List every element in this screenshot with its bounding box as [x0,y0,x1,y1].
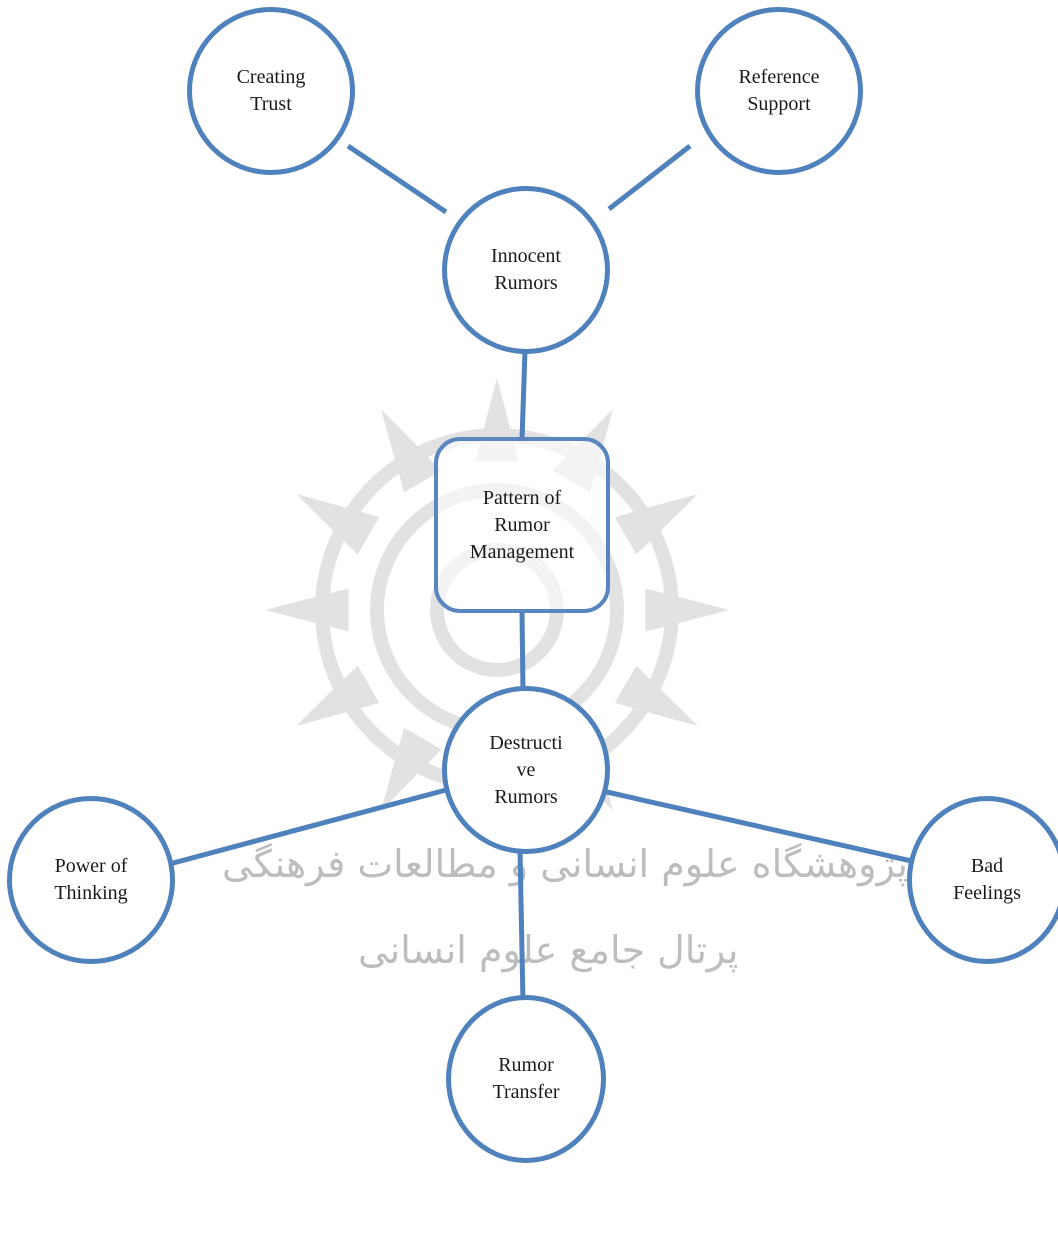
node-rumor-transfer: Rumor Transfer [446,995,606,1163]
node-rumor-transfer-label: Rumor Transfer [492,1054,560,1103]
node-bad-feelings: Bad Feelings [907,796,1058,964]
connector-reference-innocent [607,144,692,211]
connector-destructive-bad [597,787,917,865]
node-creating-trust-label: Creating Trust [236,66,306,115]
node-reference-support-label: Reference Support [738,66,820,115]
watermark-text-line1: پژوهشگاه علوم انسانی و مطالعات فرهنگی [222,842,908,886]
watermark-petal [296,665,380,726]
node-bad-feelings-label: Bad Feelings [953,855,1021,904]
connector-destructive-transfer [517,849,526,1004]
node-innocent-rumors: Innocent Rumors [442,186,610,354]
watermark-petal [614,665,698,726]
watermark-petal [265,588,349,632]
watermark-petal [381,409,442,493]
node-innocent-rumors-label: Innocent Rumors [491,245,561,294]
watermark-petal [614,494,698,555]
node-reference-support: Reference Support [695,7,863,175]
node-destructive-rumors: Destructi ve Rumors [442,686,610,854]
node-power-of-thinking-label: Power of Thinking [54,855,128,904]
watermark-petal [381,727,442,811]
watermark-petal [296,494,380,555]
connector-center-destructive [519,611,526,693]
connector-innocent-center [519,349,528,441]
watermark-petal [645,588,729,632]
connector-destructive-power [161,787,447,869]
node-pattern-of-rumor-management: Pattern of Rumor Management [434,437,610,613]
node-power-of-thinking: Power of Thinking [7,796,175,964]
connector-trust-innocent [346,143,448,215]
node-center-label: Pattern of Rumor Management [469,486,575,563]
node-creating-trust: Creating Trust [187,7,355,175]
watermark-text-line2: پرتال جامع علوم انسانی [358,928,739,972]
node-destructive-rumors-label: Destructi ve Rumors [489,731,563,808]
